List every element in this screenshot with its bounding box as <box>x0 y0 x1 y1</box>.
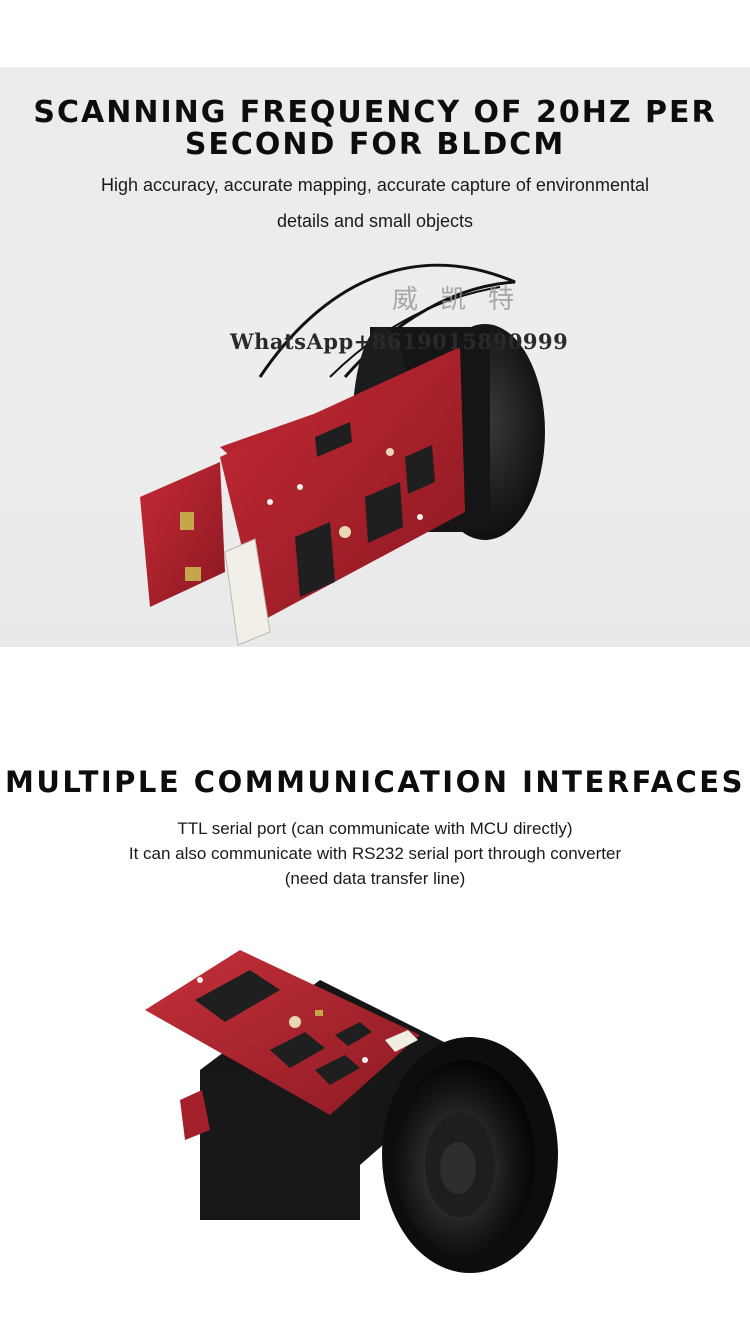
watermark-contact: WhatsApp+8619015890999 <box>230 329 569 354</box>
feature-subtitle-line-1: High accuracy, accurate mapping, accurat… <box>101 175 649 195</box>
top-feature-section: SCANNING FREQUENCY OF 20HZ PER SECOND FO… <box>0 67 750 647</box>
lidar-module-image-2 <box>145 950 558 1273</box>
feature-title-line-2: SECOND FOR BLDCM <box>184 127 566 162</box>
watermark-brand: 威凯特 <box>392 285 537 315</box>
feature-title: SCANNING FREQUENCY OF 20HZ PER SECOND FO… <box>0 97 750 161</box>
feature-title-line-1: SCANNING FREQUENCY OF 20HZ PER <box>33 95 717 130</box>
lidar-module-image-1 <box>140 263 545 646</box>
interfaces-line-2: It can also communicate with RS232 seria… <box>128 844 622 863</box>
feature-subtitle-line-2: details and small objects <box>276 211 474 231</box>
interfaces-line-3: (need data transfer line) <box>284 869 466 888</box>
interfaces-title: MULTIPLE COMMUNICATION INTERFACES <box>4 765 745 799</box>
feature-subtitle: High accuracy, accurate mapping, accurat… <box>60 167 690 239</box>
interfaces-description: TTL serial port (can communicate with MC… <box>60 816 690 891</box>
interfaces-line-1: TTL serial port (can communicate with MC… <box>177 819 573 838</box>
